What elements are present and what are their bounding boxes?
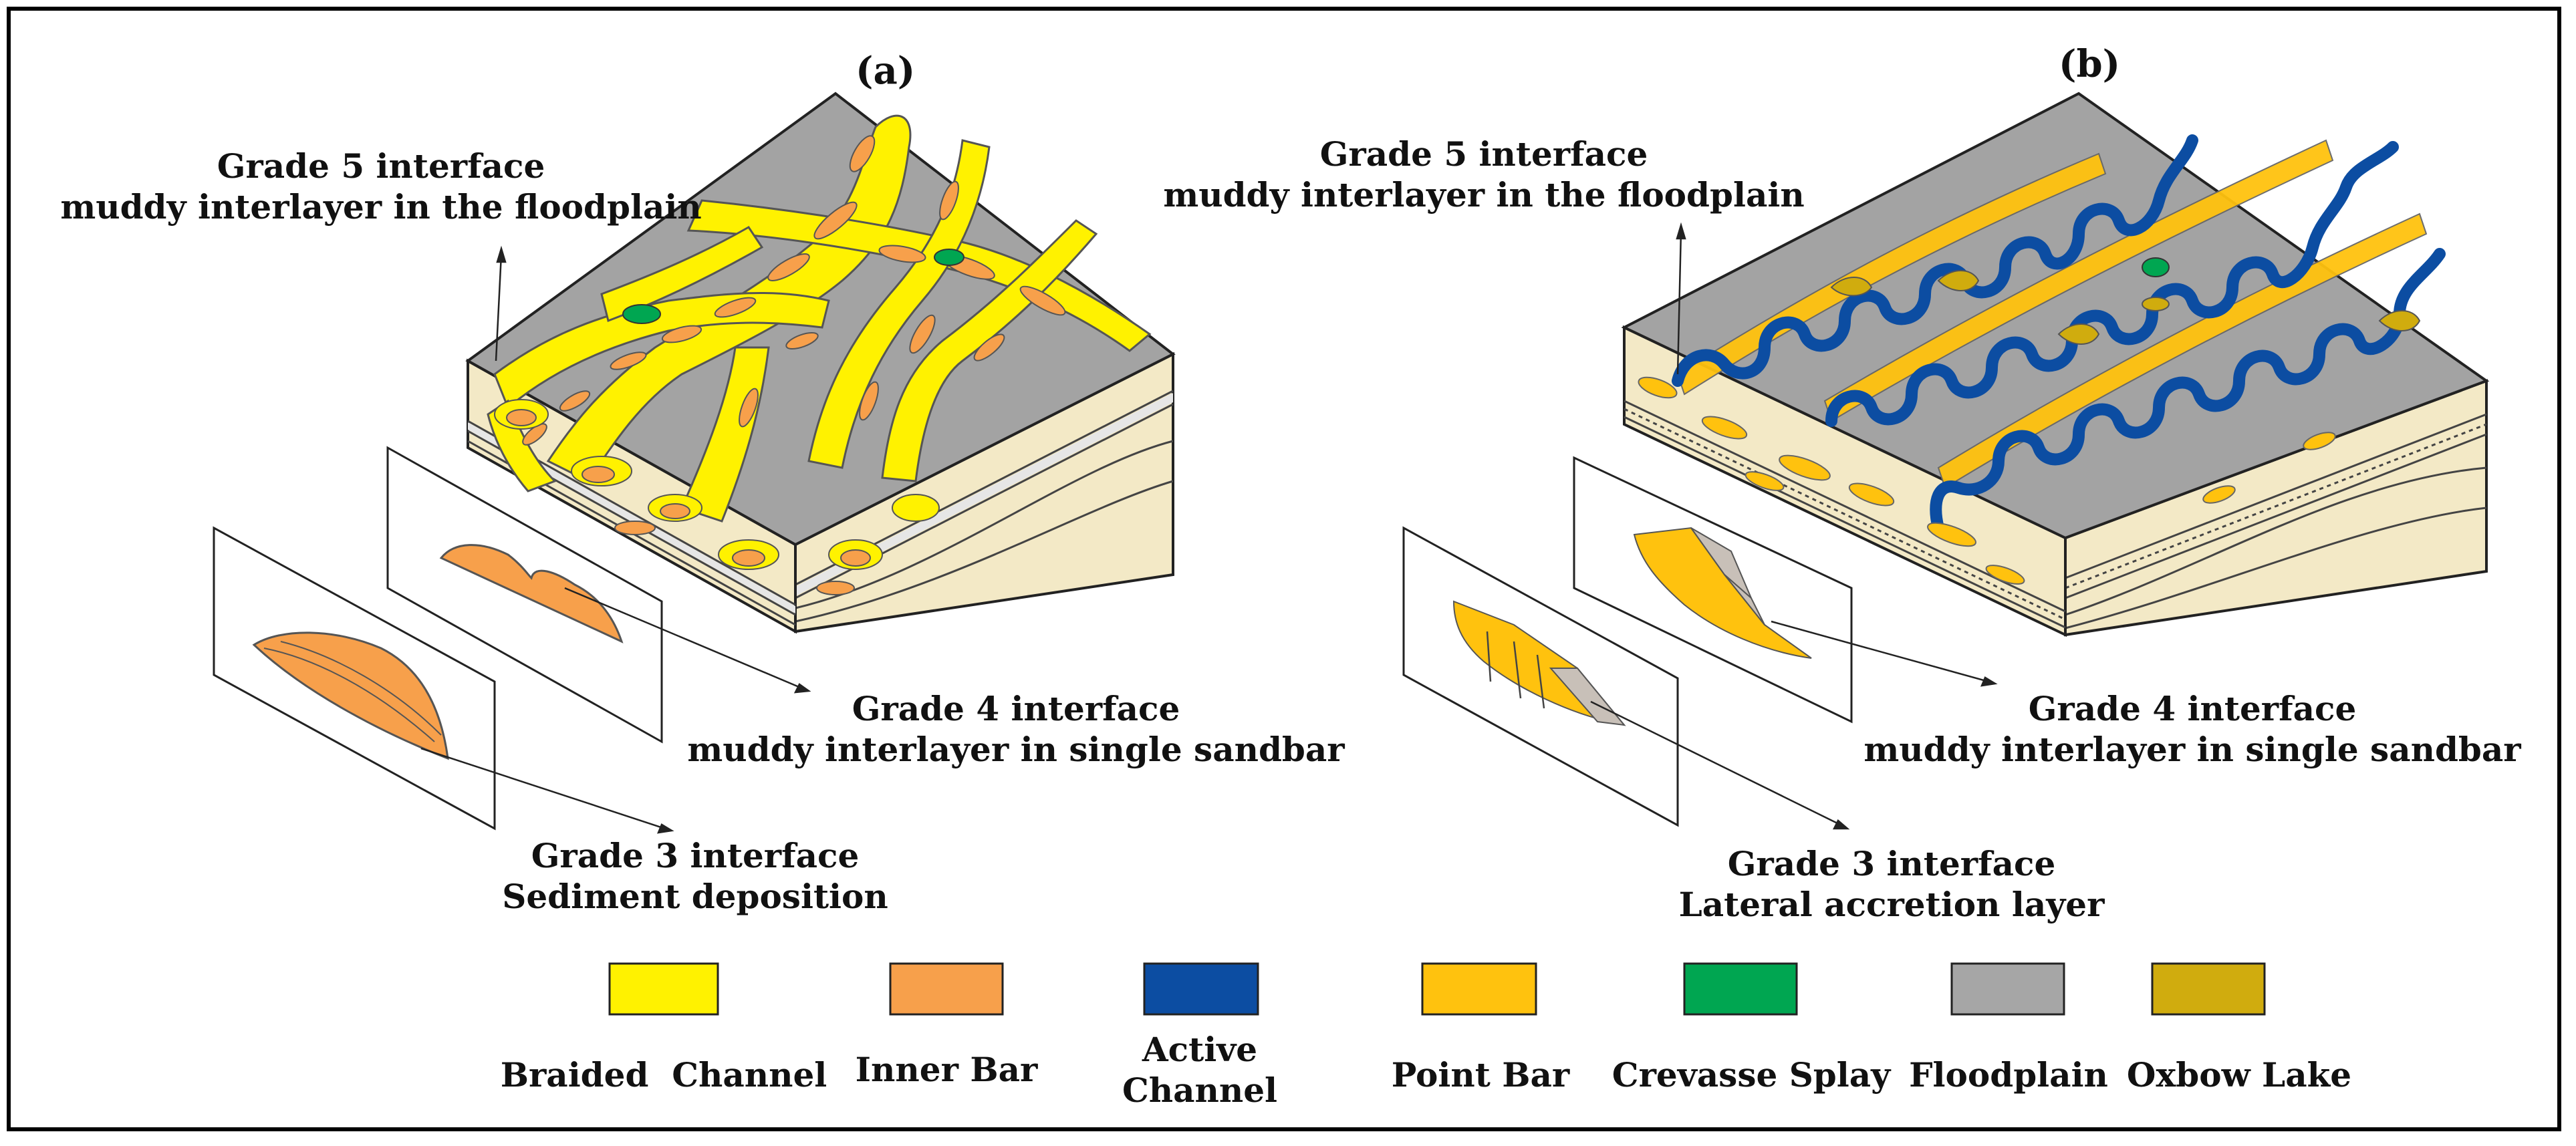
inner-bar-swatch bbox=[889, 962, 1004, 1016]
section-plane-grade3-a bbox=[213, 526, 496, 831]
panel-a-grade3-line2: Sediment deposition bbox=[502, 877, 888, 916]
legend-label-point-bar: Point Bar bbox=[1391, 1055, 1570, 1095]
legend-label-active-channel: Active Channel bbox=[1122, 1030, 1278, 1110]
legend-label-floodplain: Floodplain bbox=[1909, 1055, 2108, 1095]
panel-a-grade4-line2: muddy interlayer in single sandbar bbox=[687, 730, 1345, 769]
panel-a-grade5-line1: Grade 5 interface bbox=[217, 146, 545, 186]
legend-label-inner-bar: Inner Bar bbox=[855, 1050, 1038, 1089]
legend-label-braided-channel: Braided Channel bbox=[500, 1055, 827, 1095]
crevasse-splay-swatch bbox=[1683, 962, 1798, 1016]
meandering-river-block bbox=[1621, 92, 2490, 637]
active-channel-2 bbox=[1825, 141, 2399, 427]
block-b-top-face bbox=[1621, 92, 2490, 540]
floodplain-swatch bbox=[1950, 962, 2065, 1016]
braided-river-block bbox=[465, 92, 1176, 634]
oxbow-lake-swatch bbox=[2151, 962, 2266, 1016]
point-bar-swatch bbox=[1421, 962, 1537, 1016]
section-plane-grade4-a bbox=[386, 446, 663, 744]
panel-b-grade4-line1: Grade 4 interface bbox=[2028, 689, 2357, 728]
active-channel-1 bbox=[1672, 134, 2198, 387]
panel-a-grade3-line1: Grade 3 interface bbox=[531, 836, 860, 875]
panel-b-grade3-label: Grade 3 interface Lateral accretion laye… bbox=[1618, 843, 2166, 925]
legend-label-crevasse-splay: Crevasse Splay bbox=[1612, 1055, 1891, 1095]
panel-a-grade4-label: Grade 4 interface muddy interlayer in si… bbox=[682, 688, 1350, 770]
braided-channel-swatch bbox=[608, 962, 719, 1016]
panel-a-title: (a) bbox=[856, 49, 916, 93]
panel-b-grade3-line2: Lateral accretion layer bbox=[1678, 885, 2105, 924]
panel-a-grade5-label: Grade 5 interface muddy interlayer in th… bbox=[47, 146, 715, 227]
panel-a-grade3-label: Grade 3 interface Sediment deposition bbox=[455, 835, 936, 917]
section-plane-grade4-b bbox=[1573, 456, 1853, 724]
panel-b-grade4-line2: muddy interlayer in single sandbar bbox=[1863, 730, 2521, 769]
panel-b-grade4-label: Grade 4 interface muddy interlayer in si… bbox=[1858, 688, 2527, 770]
panel-a-grade5-line2: muddy interlayer in the floodplain bbox=[60, 187, 702, 227]
figure-frame bbox=[7, 7, 2561, 1131]
section-plane-grade3-b bbox=[1402, 526, 1679, 827]
active-channel-swatch bbox=[1143, 962, 1259, 1016]
legend-label-oxbow-lake: Oxbow Lake bbox=[2126, 1055, 2352, 1095]
panel-b-grade3-line1: Grade 3 interface bbox=[1727, 844, 2056, 883]
active-channel-3 bbox=[1930, 248, 2446, 534]
panel-b-grade5-label: Grade 5 interface muddy interlayer in th… bbox=[1150, 134, 1818, 215]
panel-b-title: (b) bbox=[2059, 42, 2121, 86]
panel-b-grade5-line2: muddy interlayer in the floodplain bbox=[1163, 175, 1805, 214]
panel-a-grade4-line1: Grade 4 interface bbox=[852, 689, 1180, 728]
legend-swatches bbox=[608, 962, 2266, 1016]
panel-b-grade5-line1: Grade 5 interface bbox=[1319, 134, 1648, 174]
